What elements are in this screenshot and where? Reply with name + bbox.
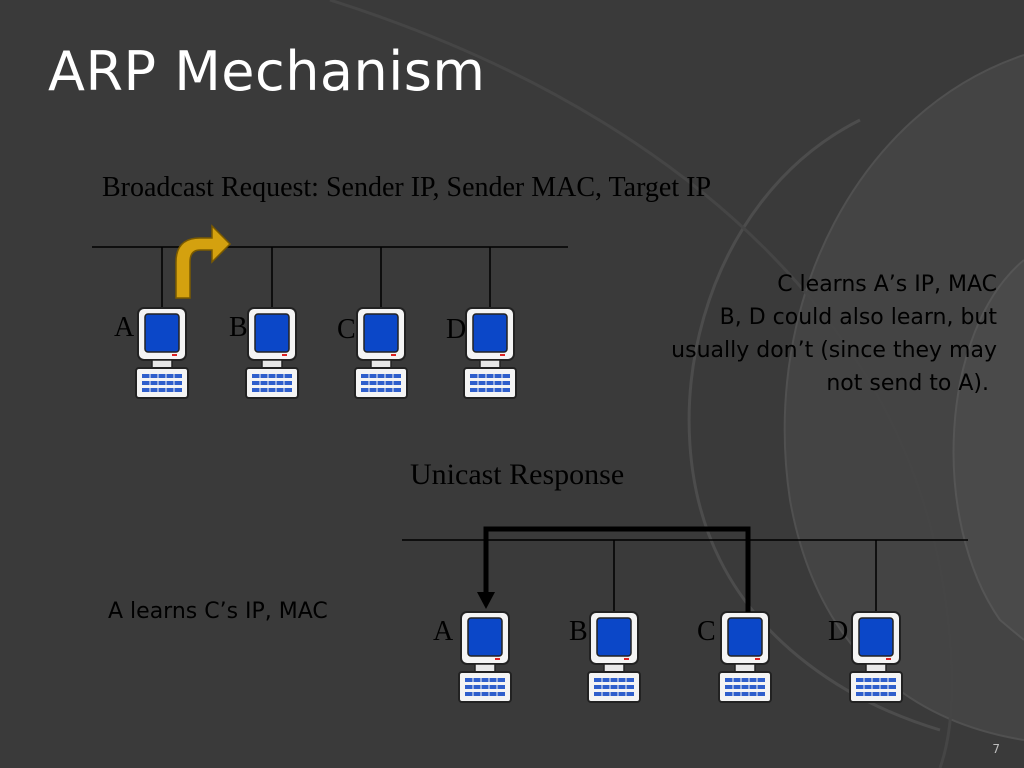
note-line-4: not send to A). bbox=[826, 371, 989, 396]
computer-b-top-icon bbox=[245, 307, 299, 399]
slide-title: ARP Mechanism bbox=[48, 40, 486, 103]
unicast-node-a: A bbox=[433, 616, 454, 647]
computer-d-bottom-icon bbox=[849, 611, 903, 703]
broadcast-node-a: A bbox=[114, 312, 135, 343]
curved-arrow-icon bbox=[175, 224, 232, 299]
broadcast-note: C learns A’s IP, MAC B, D could also lea… bbox=[671, 268, 997, 400]
computer-c-top-icon bbox=[354, 307, 408, 399]
unicast-caption: Unicast Response bbox=[410, 458, 625, 491]
unicast-node-b: B bbox=[569, 616, 588, 647]
computer-a-top-icon bbox=[135, 307, 189, 399]
path-arrow-icon bbox=[483, 526, 751, 612]
broadcast-node-d: D bbox=[446, 314, 467, 345]
arrowhead-icon bbox=[477, 592, 495, 609]
unicast-note: A learns C’s IP, MAC bbox=[108, 599, 328, 624]
computer-c-bottom-icon bbox=[718, 611, 772, 703]
broadcast-caption: Broadcast Request: Sender IP, Sender MAC… bbox=[102, 172, 712, 203]
computer-d-top-icon bbox=[463, 307, 517, 399]
broadcast-node-c: C bbox=[337, 314, 356, 345]
unicast-node-d: D bbox=[828, 616, 849, 647]
computer-b-bottom-icon bbox=[587, 611, 641, 703]
note-line-1: C learns A’s IP, MAC bbox=[777, 272, 997, 297]
page-number: 7 bbox=[992, 742, 1000, 756]
broadcast-node-b: B bbox=[229, 312, 248, 343]
unicast-node-c: C bbox=[697, 616, 716, 647]
computer-a-bottom-icon bbox=[458, 611, 512, 703]
note-line-3: usually don’t (since they may bbox=[671, 338, 997, 363]
note-line-2: B, D could also learn, but bbox=[719, 305, 997, 330]
